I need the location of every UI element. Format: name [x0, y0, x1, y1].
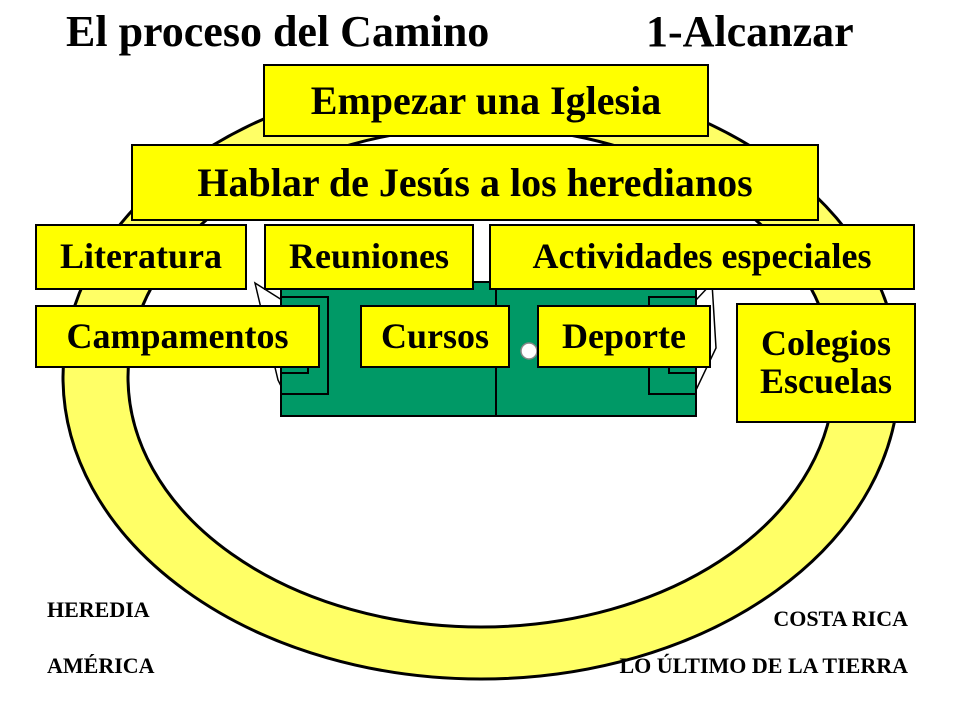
costa-rica-label: COSTA RICA	[773, 606, 908, 631]
page-title: El proceso del Camino	[66, 7, 490, 56]
special-activities-label: Actividades especiales	[532, 236, 872, 277]
schools-box: Colegios Escuelas	[736, 303, 916, 423]
literature-box: Literatura	[35, 224, 247, 290]
special-activities-box: Actividades especiales	[489, 224, 915, 290]
courses-box: Cursos	[360, 305, 510, 368]
america-label: AMÉRICA	[47, 653, 155, 678]
sport-label: Deporte	[562, 315, 686, 356]
start-church-box: Empezar una Iglesia	[263, 64, 709, 137]
literature-label: Literatura	[60, 236, 222, 277]
meetings-label: Reuniones	[288, 236, 450, 277]
camps-label: Campamentos	[66, 315, 289, 356]
end-of-earth-label: LO ÚLTIMO DE LA TIERRA	[619, 653, 908, 678]
heredia-label: HEREDIA	[47, 597, 150, 622]
camps-box: Campamentos	[35, 305, 320, 368]
meetings-box: Reuniones	[264, 224, 474, 290]
page-subtitle: 1-Alcanzar	[646, 7, 854, 56]
soccer-ball	[520, 342, 538, 360]
talk-about-jesus-label: Hablar de Jesús a los heredianos	[197, 159, 753, 205]
talk-about-jesus-box: Hablar de Jesús a los heredianos	[131, 144, 819, 221]
start-church-label: Empezar una Iglesia	[310, 77, 662, 123]
schools-label-line1: Colegios	[761, 323, 891, 364]
schools-label-line2: Escuelas	[759, 361, 892, 401]
sport-box: Deporte	[537, 305, 711, 368]
courses-label: Cursos	[380, 315, 490, 356]
